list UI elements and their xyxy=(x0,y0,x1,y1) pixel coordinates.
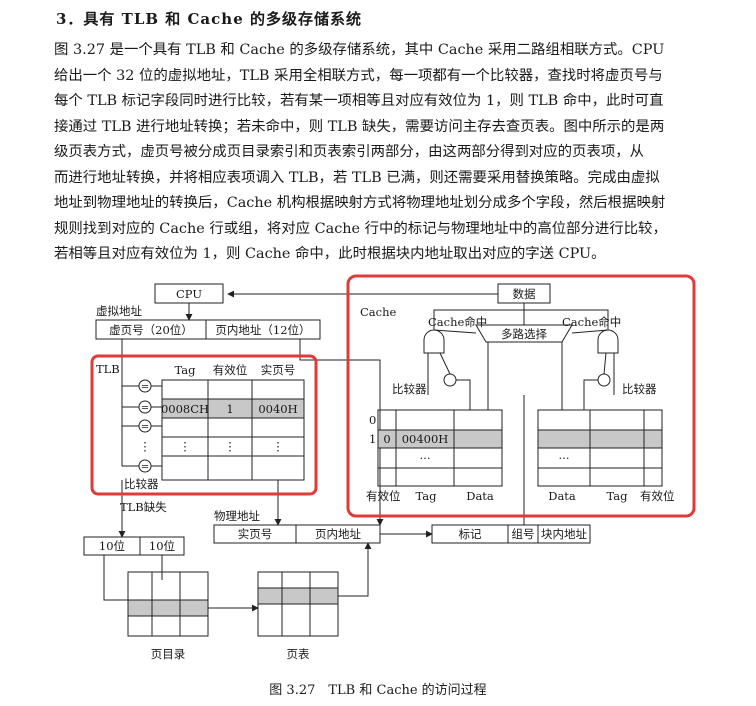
cache-tag-cell: 00400H xyxy=(402,432,449,446)
page-directory-label: 页目录 xyxy=(151,647,186,661)
eq-symbol: = xyxy=(141,422,149,433)
cache-hit-left: Cache命中 xyxy=(428,315,487,329)
and-gate-left xyxy=(423,329,445,354)
tlb-cell-valid: 1 xyxy=(226,402,233,416)
comparator-label-left: 比较器 xyxy=(392,382,427,396)
dir-bits: 10位 xyxy=(99,539,125,553)
tag-field-text: 标记 xyxy=(459,527,482,541)
physical-address-label: 物理地址 xyxy=(214,509,260,523)
paragraph-line: 给出一个 32 位的虚拟地址，TLB 采用全相联方式，每一项都有一个比较器，查找… xyxy=(54,67,663,84)
cpu-label: CPU xyxy=(176,287,202,301)
right-col-valid: 有效位 xyxy=(640,489,675,503)
mux-label: 多路选择 xyxy=(501,327,547,341)
left-col-data: Data xyxy=(466,489,494,503)
phys-offset-text: 页内地址 xyxy=(315,527,361,541)
comparator-circle-left xyxy=(443,373,457,387)
right-col-data: Data xyxy=(548,489,576,503)
cache-ellipsis: ··· xyxy=(420,451,431,465)
paragraph-line: 级页表方式，虚页号被分成页目录索引和页表索引两部分，由这两部分得到对应的页表项，… xyxy=(54,144,645,160)
vertical-dots: ⋮ xyxy=(179,439,191,453)
set-field-text: 组号 xyxy=(512,527,535,541)
comparator-circle-right xyxy=(597,373,611,387)
tlb-cell-tag: 0008CH xyxy=(161,402,209,416)
cache-highlight-frame xyxy=(346,274,696,518)
paragraph-line: 地址到物理地址的转换后，Cache 机构根据映射方式将物理地址划分成多个字段，然… xyxy=(54,195,666,211)
left-col-valid: 有效位 xyxy=(366,489,401,503)
page-offset-field xyxy=(205,319,321,340)
body-paragraph: 图 3.27 是一个具有 TLB 和 Cache 的多级存储系统，其中 Cach… xyxy=(54,38,730,268)
and-gate-right xyxy=(597,329,619,354)
set-index-1: 1 xyxy=(369,432,376,446)
tlb-label: TLB xyxy=(96,362,120,376)
paragraph-line: 每个 TLB 标记字段同时进行比较，若有某一项相等且对应有效位为 1，则 TLB… xyxy=(54,93,664,109)
tlb-header-tag: Tag xyxy=(175,363,197,377)
figure-caption: 图 3.27 TLB 和 Cache 的访问过程 xyxy=(269,683,487,698)
cache-label: Cache xyxy=(360,305,397,319)
eq-symbol: = xyxy=(141,403,149,414)
set-index-0: 0 xyxy=(369,413,376,427)
tlb-highlight-frame xyxy=(90,354,318,496)
block-offset-field xyxy=(537,524,591,544)
vertical-dots: ⋮ xyxy=(139,439,151,453)
cache-ellipsis: ··· xyxy=(559,451,570,465)
tlb-comparator-label: 比较器 xyxy=(124,477,159,491)
tlb-header-frame: 实页号 xyxy=(261,363,296,377)
right-col-tag: Tag xyxy=(607,489,629,503)
virtual-address-label: 虚拟地址 xyxy=(96,304,142,318)
eq-symbol: = xyxy=(141,382,149,393)
comparator-label-right: 比较器 xyxy=(622,382,657,396)
section-heading: 3．具有 TLB 和 Cache 的多级存储系统 xyxy=(56,10,362,28)
tlb-miss-label: TLB缺失 xyxy=(120,500,167,514)
page-table-label: 页表 xyxy=(287,647,310,661)
paragraph-line: 图 3.27 是一个具有 TLB 和 Cache 的多级存储系统，其中 Cach… xyxy=(54,42,665,58)
tlb-header-valid: 有效位 xyxy=(213,363,248,377)
vertical-dots: ⋮ xyxy=(224,439,236,453)
tlb-table xyxy=(161,379,305,481)
eq-symbol: = xyxy=(141,462,149,473)
virtual-page-text: 虚页号（20位） xyxy=(109,323,193,337)
paragraph-line: 若相等且对应有效位为 1，则 Cache 命中，此时根据块内地址取出对应的字送 … xyxy=(54,246,606,262)
left-col-tag: Tag xyxy=(416,489,438,503)
vertical-dots: ⋮ xyxy=(272,439,284,453)
paragraph-line: 规则找到对应的 Cache 行或组，将对应 Cache 行中的标记与物理地址中的… xyxy=(54,220,667,237)
page-offset-text: 页内地址（12位） xyxy=(215,323,310,337)
data-out-label: 数据 xyxy=(513,287,536,301)
real-page-text: 实页号 xyxy=(238,527,273,541)
tlb-cell-frame: 0040H xyxy=(258,402,297,416)
block-offset-text: 块内地址 xyxy=(541,527,587,541)
table-bits: 10位 xyxy=(149,539,175,553)
paragraph-line: 接通过 TLB 进行地址转换；若未命中，则 TLB 缺失，需要访问主存去查页表。… xyxy=(54,118,665,135)
cache-valid-cell: 0 xyxy=(383,432,390,446)
paragraph-line: 而进行地址转换，并将相应表项调入 TLB，若 TLB 已满，则还需要采用替换策略… xyxy=(54,169,660,186)
cache-hit-right: Cache命中 xyxy=(562,315,621,329)
